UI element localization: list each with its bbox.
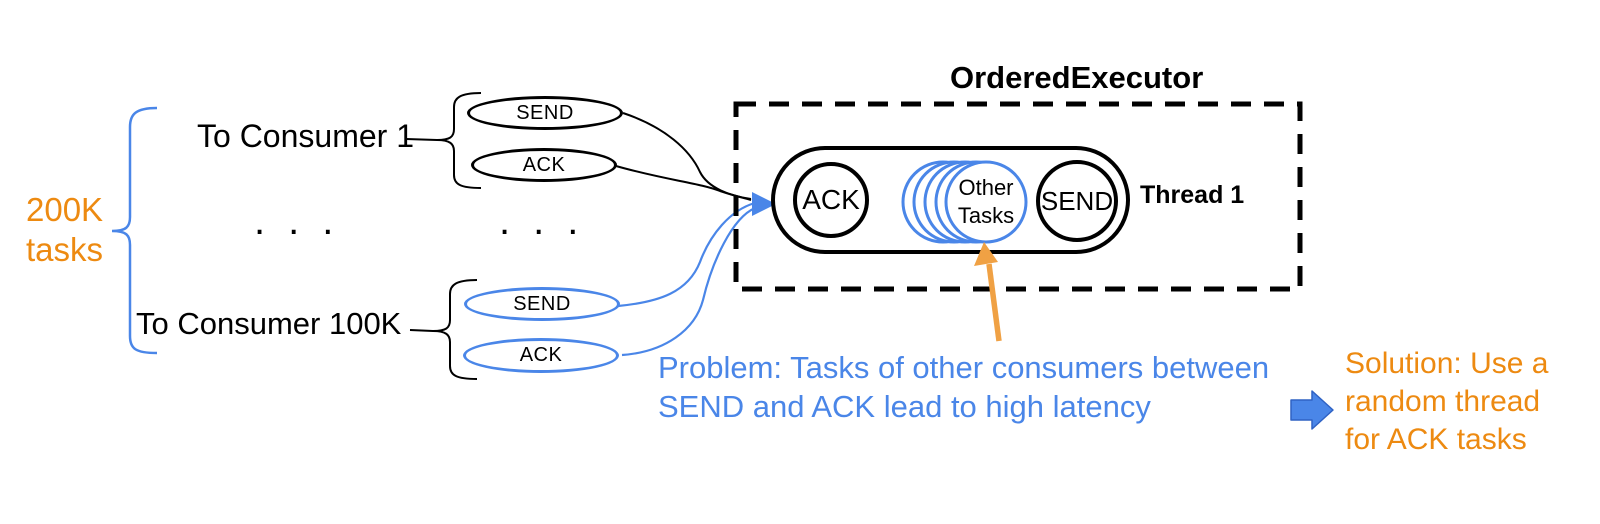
- tasks-count-line2: tasks: [26, 231, 104, 268]
- consumer100k-send-label: SEND: [513, 292, 571, 315]
- other-tasks-circle-stack: [901, 160, 1028, 244]
- consumer1-ack-node: ACK: [471, 148, 617, 182]
- curve-consumer1-send: [622, 112, 752, 200]
- problem-text-line1: Problem: Tasks of other consumers betwee…: [658, 350, 1270, 385]
- consumer100k-ack-node: ACK: [463, 338, 619, 373]
- solution-text-line2: random thread: [1345, 385, 1541, 418]
- curve-consumer1-ack: [615, 165, 752, 201]
- executor-title: OrderedExecutor: [950, 60, 1204, 95]
- thread-name-label: Thread 1: [1140, 181, 1245, 209]
- merge-arrowhead-icon: [752, 192, 776, 216]
- executor-dashed-box: [733, 101, 1303, 292]
- thread-send-label: SEND: [1040, 185, 1114, 216]
- solution-block-arrow-icon: [1290, 390, 1334, 430]
- curve-consumer100k-ack: [621, 206, 756, 357]
- tasks-count-label: 200K tasks: [26, 190, 103, 270]
- consumer1-brace: [405, 92, 482, 189]
- problem-text-line2: SEND and ACK lead to high latency: [658, 389, 1151, 424]
- consumer1-send-node: SEND: [467, 96, 623, 130]
- thread-ack-label: ACK: [802, 184, 860, 215]
- ellipsis-left: ...: [254, 199, 357, 243]
- tasks-count-brace: [111, 106, 158, 355]
- consumer1-send-label: SEND: [516, 101, 574, 124]
- consumer100k-send-node: SEND: [464, 287, 620, 321]
- ellipsis-right: ...: [499, 199, 602, 243]
- curve-consumer100k-send: [617, 201, 756, 308]
- other-tasks-label: Other Tasks: [941, 174, 1031, 230]
- consumer100k-ack-label: ACK: [519, 344, 563, 366]
- other-tasks-line1: Other: [958, 175, 1014, 200]
- other-tasks-line2: Tasks: [957, 203, 1015, 228]
- thread-ack-circle: [793, 162, 869, 238]
- tasks-count-line1: 200K: [26, 191, 104, 228]
- consumer1-ack-label: ACK: [522, 153, 566, 176]
- consumer1-label: To Consumer 1: [197, 118, 414, 154]
- solution-text-line1: Solution: Use a: [1345, 347, 1549, 380]
- consumer100k-brace: [409, 279, 478, 380]
- thread-send-circle: [1036, 160, 1118, 242]
- problem-pointer-arrow: [974, 242, 1002, 342]
- solution-text-line3: for ACK tasks: [1345, 423, 1527, 456]
- consumer100k-label: To Consumer 100K: [136, 306, 402, 341]
